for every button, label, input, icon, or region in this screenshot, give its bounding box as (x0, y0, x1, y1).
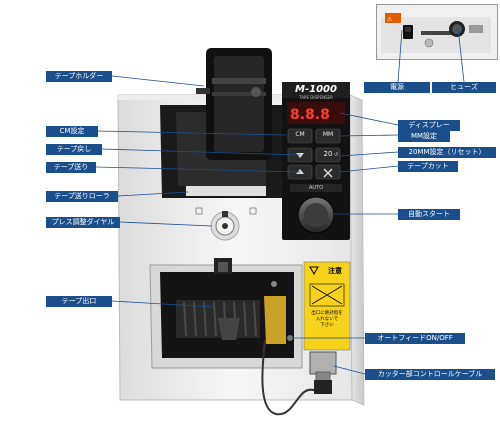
callout-20mm-setting: 20MM設定（リセット） (398, 147, 496, 158)
callout-display: ディスプレー (398, 120, 460, 131)
model-text: TAPE DISPENSER (299, 95, 333, 100)
svg-text:8.8.8: 8.8.8 (290, 107, 330, 123)
callout-tape-holder: テープホルダー (46, 71, 112, 82)
power-fuse-inset: ⚠ (376, 4, 498, 60)
body-side (349, 94, 365, 406)
callout-cm-setting: CM設定 (46, 126, 98, 137)
warning-line: 下さい (320, 323, 334, 328)
auto-label: AUTO (308, 185, 324, 191)
callout-auto-feed: オートフィードON/OFF (365, 333, 465, 344)
led-display (287, 102, 345, 124)
cable-connector (309, 351, 337, 375)
warning-title: 注意 (328, 267, 342, 275)
key-20: 20 (323, 150, 333, 158)
callout-tape-feed: テープ送り (46, 162, 96, 173)
warning-line: 入れないで (315, 317, 339, 322)
callout-press-dial: プレス調整ダイヤル (46, 217, 120, 228)
callout-feed-roller: テープ送りローラ (46, 191, 118, 202)
mm-key: MM (322, 131, 334, 138)
callout-auto-start: 自動スタート (398, 209, 460, 220)
callout-tape-cut: テープカット (398, 161, 458, 172)
warning-text: 出口に絶対指を 入れないで 下さい (305, 311, 349, 329)
callout-tape-back: テープ戻し (46, 144, 102, 155)
brand-logo: M-1000 (295, 84, 337, 95)
callout-mm-setting: MM設定 (398, 131, 450, 142)
reset-mark: ↺ (333, 152, 339, 158)
cm-key: CM (295, 131, 305, 138)
leader-lines (95, 75, 399, 375)
power-fuse-photo: ⚠ (377, 5, 497, 59)
callout-fuse: ヒューズ (432, 82, 496, 93)
callout-power: 電源 (364, 82, 430, 93)
warning-line: 出口に絶対指を (311, 311, 343, 316)
svg-text:⚠: ⚠ (387, 16, 393, 23)
callout-tape-exit: テープ出口 (46, 296, 112, 307)
callout-cutter-cable: カッター部コントロールケーブル (365, 369, 495, 380)
